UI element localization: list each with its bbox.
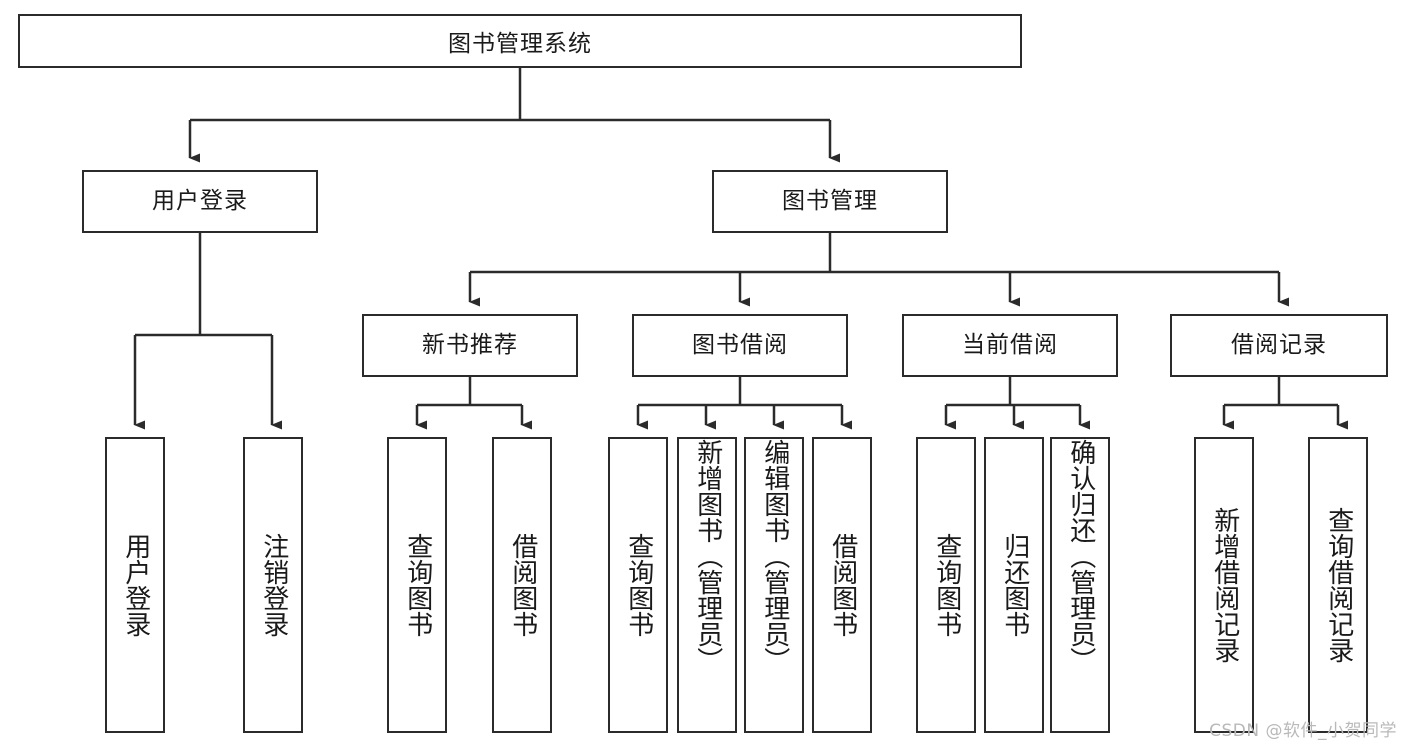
node-leaf-logout[interactable]: 注销登录 — [243, 437, 303, 733]
node-leaf-borrow-book-2[interactable]: 借阅图书 — [812, 437, 872, 733]
node-leaf-borrow-book-1-label: 借阅图书 — [507, 533, 538, 637]
node-leaf-edit-book-label: 编辑图书（管理员） — [759, 439, 790, 673]
node-root-label: 图书管理系统 — [448, 31, 592, 57]
node-leaf-query-book-3-label: 查询图书 — [931, 533, 962, 637]
node-book-manage[interactable]: 图书管理 — [712, 170, 948, 233]
node-leaf-query-book-1[interactable]: 查询图书 — [387, 437, 447, 733]
node-book-borrow-label: 图书借阅 — [692, 331, 788, 358]
node-current-borrow-label: 当前借阅 — [962, 331, 1058, 358]
watermark: CSDN @软件_小贺同学 — [1209, 721, 1397, 741]
node-leaf-borrow-book-1[interactable]: 借阅图书 — [492, 437, 552, 733]
node-leaf-add-record-label: 新增借阅记录 — [1209, 507, 1240, 663]
node-leaf-edit-book[interactable]: 编辑图书（管理员） — [744, 437, 804, 733]
node-leaf-query-record[interactable]: 查询借阅记录 — [1308, 437, 1368, 733]
node-leaf-return-book[interactable]: 归还图书 — [984, 437, 1044, 733]
node-leaf-confirm-return-label: 确认归还（管理员） — [1065, 439, 1096, 673]
node-leaf-return-book-label: 归还图书 — [999, 533, 1030, 637]
node-user-login-label: 用户登录 — [152, 187, 248, 214]
node-new-book-recommend-label: 新书推荐 — [422, 331, 518, 358]
node-root[interactable]: 图书管理系统 — [18, 14, 1022, 68]
node-leaf-logout-label: 注销登录 — [258, 533, 289, 637]
node-current-borrow[interactable]: 当前借阅 — [902, 314, 1118, 377]
node-book-borrow[interactable]: 图书借阅 — [632, 314, 848, 377]
node-leaf-query-book-2[interactable]: 查询图书 — [608, 437, 668, 733]
node-user-login[interactable]: 用户登录 — [82, 170, 318, 233]
node-leaf-add-book[interactable]: 新增图书（管理员） — [677, 437, 737, 733]
node-leaf-query-book-1-label: 查询图书 — [402, 533, 433, 637]
node-leaf-user-login-label: 用户登录 — [120, 533, 151, 637]
node-new-book-recommend[interactable]: 新书推荐 — [362, 314, 578, 377]
node-book-manage-label: 图书管理 — [782, 187, 878, 214]
node-leaf-query-record-label: 查询借阅记录 — [1323, 507, 1354, 663]
node-leaf-add-book-label: 新增图书（管理员） — [692, 439, 723, 673]
node-leaf-add-record[interactable]: 新增借阅记录 — [1194, 437, 1254, 733]
node-borrow-record[interactable]: 借阅记录 — [1170, 314, 1388, 377]
node-leaf-query-book-3[interactable]: 查询图书 — [916, 437, 976, 733]
node-leaf-confirm-return[interactable]: 确认归还（管理员） — [1050, 437, 1110, 733]
node-leaf-query-book-2-label: 查询图书 — [623, 533, 654, 637]
node-leaf-user-login[interactable]: 用户登录 — [105, 437, 165, 733]
node-leaf-borrow-book-2-label: 借阅图书 — [827, 533, 858, 637]
node-borrow-record-label: 借阅记录 — [1231, 331, 1327, 358]
